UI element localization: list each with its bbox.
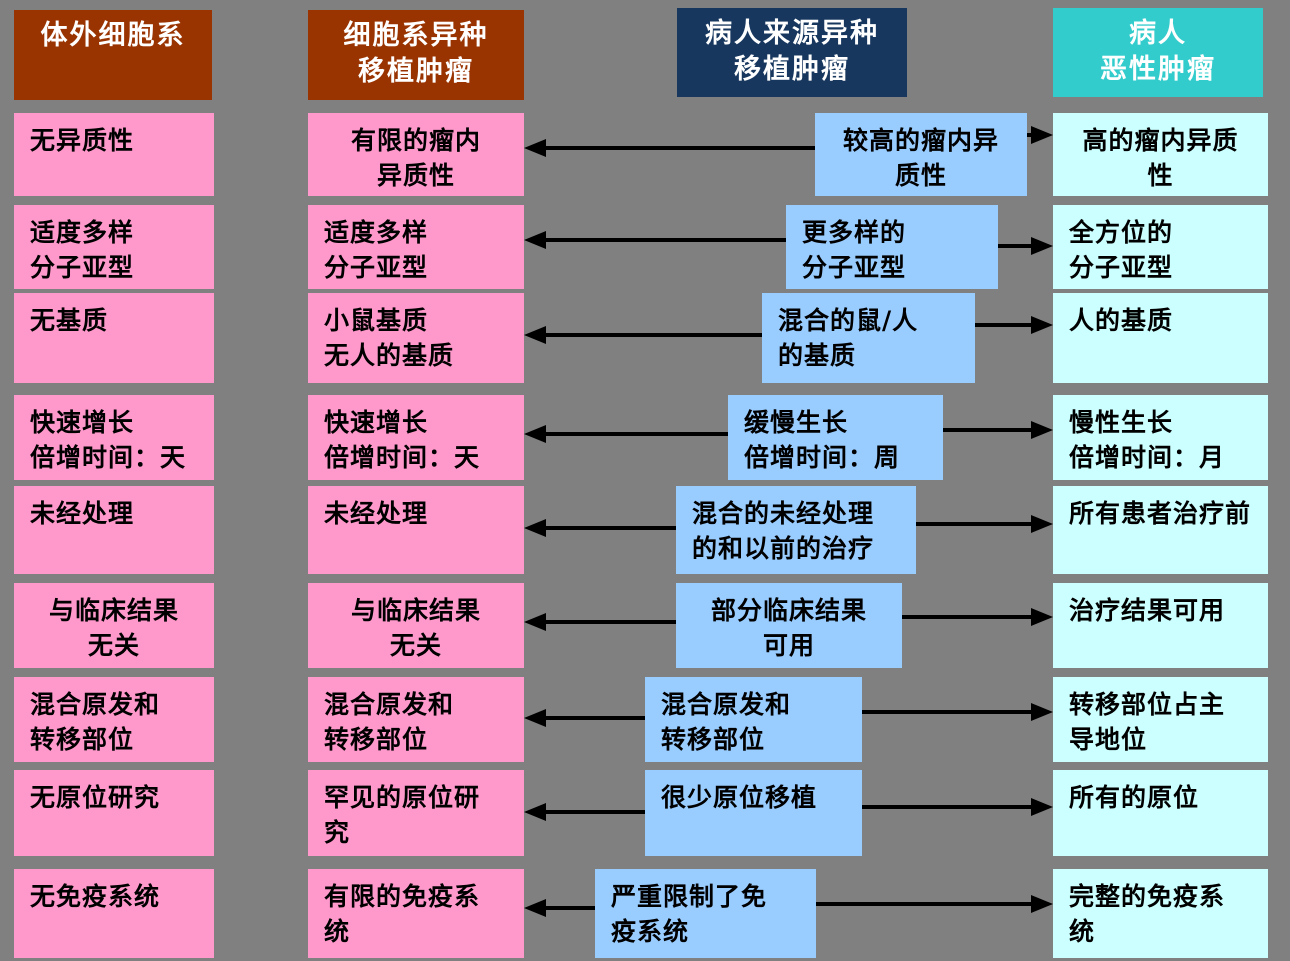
box-in-vitro-cell-lines-row7: 混合原发和 转移部位 <box>14 677 214 762</box>
column-header-patient-derived-xenograft: 病人来源异种 移植肿瘤 <box>677 8 907 97</box>
arrow-pdx-to-cdx-row7-shaft <box>544 716 645 720</box>
arrow-pdx-to-patient-row4-head <box>1031 421 1053 439</box>
arrow-pdx-to-patient-row4-shaft <box>943 428 1033 432</box>
arrow-pdx-to-cdx-row5-shaft <box>544 526 676 530</box>
box-cell-line-xenograft-row8: 罕见的原位研 究 <box>308 770 524 856</box>
box-patient-malignant-tumor-row4: 慢性生长 倍增时间：月 <box>1053 395 1268 480</box>
box-in-vitro-cell-lines-row6: 与临床结果 无关 <box>14 583 214 668</box>
box-patient-derived-xenograft-row3: 混合的鼠/人 的基质 <box>762 293 975 383</box>
arrow-pdx-to-patient-row3-shaft <box>975 323 1033 327</box>
box-cell-line-xenograft-row3: 小鼠基质 无人的基质 <box>308 293 524 383</box>
box-patient-derived-xenograft-row9: 严重限制了免 疫系统 <box>595 869 816 958</box>
arrow-pdx-to-patient-row8-head <box>1031 798 1053 816</box>
arrow-pdx-to-patient-row2-shaft <box>998 244 1033 248</box>
box-in-vitro-cell-lines-row9: 无免疫系统 <box>14 869 214 958</box>
box-cell-line-xenograft-row6: 与临床结果 无关 <box>308 583 524 668</box>
box-patient-malignant-tumor-row5: 所有患者治疗前 <box>1053 486 1268 574</box>
column-header-cell-line-xenograft: 细胞系异种 移植肿瘤 <box>308 10 524 100</box>
box-patient-malignant-tumor-row2: 全方位的 分子亚型 <box>1053 205 1268 289</box>
arrow-pdx-to-patient-row8-shaft <box>862 805 1033 809</box>
arrow-pdx-to-patient-row7-head <box>1031 703 1053 721</box>
arrow-pdx-to-patient-row9-head <box>1031 895 1053 913</box>
box-patient-derived-xenograft-row4: 缓慢生长 倍增时间：周 <box>728 395 943 480</box>
box-cell-line-xenograft-row9: 有限的免疫系 统 <box>308 869 524 958</box>
box-patient-derived-xenograft-row1: 较高的瘤内异 质性 <box>815 113 1027 196</box>
box-in-vitro-cell-lines-row5: 未经处理 <box>14 486 214 574</box>
arrow-pdx-to-cdx-row1-head <box>524 139 546 157</box>
arrow-pdx-to-patient-row5-head <box>1031 515 1053 533</box>
arrow-pdx-to-cdx-row6-head <box>524 613 546 631</box>
box-cell-line-xenograft-row7: 混合原发和 转移部位 <box>308 677 524 762</box>
arrow-pdx-to-cdx-row3-shaft <box>544 333 762 337</box>
box-cell-line-xenograft-row4: 快速增长 倍增时间：天 <box>308 395 524 480</box>
arrow-pdx-to-patient-row9-shaft <box>816 902 1033 906</box>
arrow-pdx-to-cdx-row4-shaft <box>544 432 728 436</box>
box-in-vitro-cell-lines-row4: 快速增长 倍增时间：天 <box>14 395 214 480</box>
arrow-pdx-to-patient-row1-shaft <box>1027 133 1033 137</box>
arrow-pdx-to-cdx-row7-head <box>524 709 546 727</box>
arrow-pdx-to-cdx-row3-head <box>524 326 546 344</box>
arrow-pdx-to-cdx-row4-head <box>524 425 546 443</box>
arrow-pdx-to-patient-row7-shaft <box>862 710 1033 714</box>
box-patient-malignant-tumor-row6: 治疗结果可用 <box>1053 583 1268 668</box>
box-patient-derived-xenograft-row6: 部分临床结果 可用 <box>676 583 902 668</box>
box-in-vitro-cell-lines-row3: 无基质 <box>14 293 214 383</box>
column-header-in-vitro-cell-lines: 体外细胞系 <box>14 10 212 100</box>
arrow-pdx-to-cdx-row9-shaft <box>544 906 595 910</box>
box-patient-derived-xenograft-row7: 混合原发和 转移部位 <box>645 677 862 762</box>
box-cell-line-xenograft-row5: 未经处理 <box>308 486 524 574</box>
arrow-pdx-to-cdx-row2-shaft <box>544 238 786 242</box>
box-patient-malignant-tumor-row8: 所有的原位 <box>1053 770 1268 856</box>
arrow-pdx-to-patient-row2-head <box>1031 237 1053 255</box>
column-header-patient-malignant-tumor: 病人 恶性肿瘤 <box>1053 8 1263 97</box>
arrow-pdx-to-patient-row5-shaft <box>916 522 1033 526</box>
box-patient-malignant-tumor-row9: 完整的免疫系 统 <box>1053 869 1268 958</box>
box-patient-derived-xenograft-row2: 更多样的 分子亚型 <box>786 205 998 289</box>
arrow-pdx-to-cdx-row1-shaft <box>544 146 815 150</box>
arrow-pdx-to-cdx-row8-shaft <box>544 810 645 814</box>
arrow-pdx-to-cdx-row9-head <box>524 899 546 917</box>
box-patient-derived-xenograft-row5: 混合的未经处理 的和以前的治疗 <box>676 486 916 574</box>
arrow-pdx-to-cdx-row6-shaft <box>544 620 676 624</box>
box-in-vitro-cell-lines-row2: 适度多样 分子亚型 <box>14 205 214 289</box>
arrow-pdx-to-cdx-row2-head <box>524 231 546 249</box>
box-patient-derived-xenograft-row8: 很少原位移植 <box>645 770 862 856</box>
box-cell-line-xenograft-row2: 适度多样 分子亚型 <box>308 205 524 289</box>
box-in-vitro-cell-lines-row8: 无原位研究 <box>14 770 214 856</box>
box-in-vitro-cell-lines-row1: 无异质性 <box>14 113 214 196</box>
arrow-pdx-to-patient-row6-head <box>1031 608 1053 626</box>
box-patient-malignant-tumor-row3: 人的基质 <box>1053 293 1268 383</box>
arrow-pdx-to-patient-row1-head <box>1031 126 1053 144</box>
arrow-pdx-to-cdx-row8-head <box>524 803 546 821</box>
arrow-pdx-to-patient-row6-shaft <box>902 615 1033 619</box>
arrow-pdx-to-cdx-row5-head <box>524 519 546 537</box>
box-cell-line-xenograft-row1: 有限的瘤内 异质性 <box>308 113 524 196</box>
box-patient-malignant-tumor-row1: 高的瘤内异质 性 <box>1053 113 1268 196</box>
box-patient-malignant-tumor-row7: 转移部位占主 导地位 <box>1053 677 1268 762</box>
arrow-pdx-to-patient-row3-head <box>1031 316 1053 334</box>
